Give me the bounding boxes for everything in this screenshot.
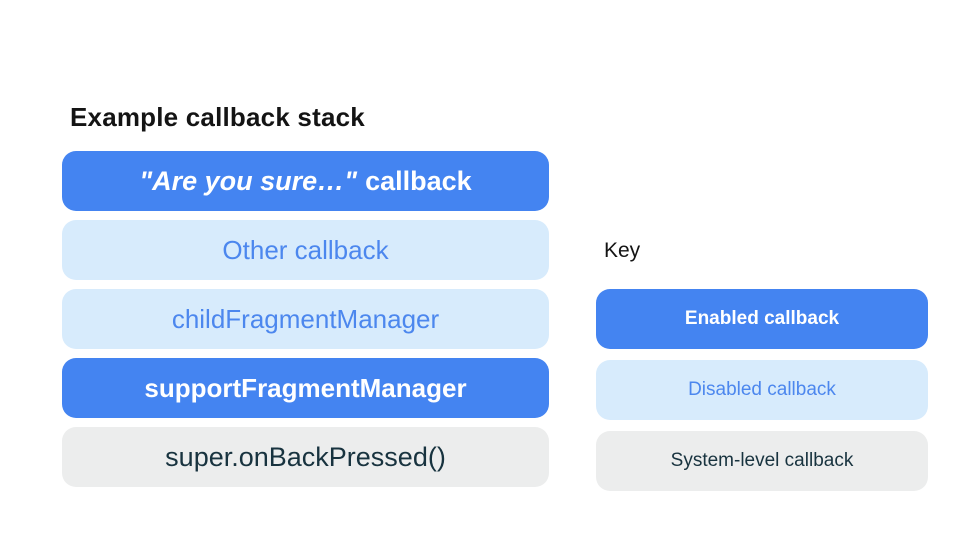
key-title: Key [604,239,641,262]
stack-item-label-quoted: "Are you sure…" [139,165,357,196]
stack-title: Example callback stack [70,102,365,132]
stack-item-support-fragment-manager: supportFragmentManager [62,358,549,418]
key-legend: Enabled callback Disabled callback Syste… [596,289,928,491]
key-item-disabled-callback: Disabled callback [596,360,928,420]
stack-item-other-callback: Other callback [62,220,549,280]
stack-item-super-on-back-pressed: super.onBackPressed() [62,427,549,487]
key-item-enabled-callback: Enabled callback [596,289,928,349]
stack-item-are-you-sure-callback: "Are you sure…" callback [62,151,549,211]
stack-item-child-fragment-manager: childFragmentManager [62,289,549,349]
key-item-system-level-callback: System-level callback [596,431,928,491]
callback-stack: "Are you sure…" callback Other callback … [62,151,549,487]
stack-item-label-rest: callback [365,165,472,196]
